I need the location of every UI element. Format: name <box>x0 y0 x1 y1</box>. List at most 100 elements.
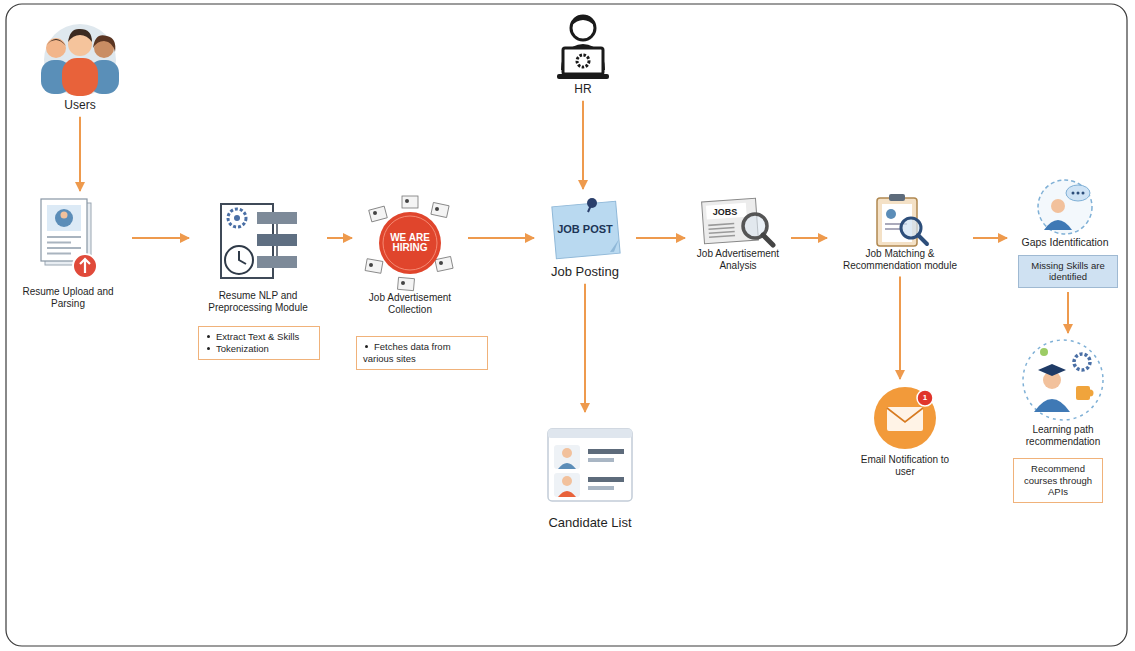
node-label: Job Advertisement Collection <box>369 292 451 315</box>
text-line: Extract Text & Skills <box>205 331 313 343</box>
icon-shape <box>918 235 927 244</box>
flow-arrow <box>973 237 1007 239</box>
icon-shape <box>889 194 905 201</box>
process-node: Job Advertisement Collection <box>355 194 465 316</box>
box-text: Tokenization <box>216 343 269 354</box>
icon-shape <box>46 39 66 46</box>
process-node: Resume NLP and Preprocessing Module <box>192 194 324 314</box>
icon-shape <box>435 207 439 211</box>
icon-shape <box>369 206 388 222</box>
flow-arrow <box>79 117 81 191</box>
frame <box>6 4 1127 646</box>
icon-shape <box>1074 354 1090 370</box>
text-line: Resume NLP and Preprocessing Module <box>192 290 324 314</box>
icon-shape <box>571 15 595 26</box>
node-label: Learning path recommendation <box>1026 424 1100 447</box>
bullet-dot <box>207 347 210 350</box>
icon-shape <box>588 477 624 482</box>
news-icon <box>699 196 777 248</box>
icon-shape <box>47 205 81 231</box>
box-text: Fetches data from various sites <box>363 341 451 364</box>
actor-node: HR <box>548 10 618 97</box>
flow-arrow <box>636 237 685 239</box>
icon-shape <box>1040 348 1048 356</box>
actor-node: Users <box>30 18 130 113</box>
icon-shape <box>588 203 592 212</box>
text-line: Job Matching & Recommendation module <box>830 248 970 272</box>
node-label: Users <box>64 98 95 112</box>
process-node: Job Matching & Recommendation module <box>830 192 970 272</box>
text-line: Learning path recommendation <box>1008 424 1118 448</box>
icon-shape <box>562 476 572 486</box>
icon-shape <box>554 445 580 469</box>
icon-shape <box>1066 185 1090 201</box>
icon-shape <box>365 259 383 274</box>
icon-shape <box>276 224 278 256</box>
flow-arrow <box>584 284 586 412</box>
icon-shape <box>588 449 624 454</box>
node-label: Gaps Identification <box>1022 236 1109 248</box>
text-line: Tokenization <box>205 343 313 355</box>
icon-shape <box>47 247 81 249</box>
flow-arrow <box>582 101 584 189</box>
icon-shape <box>73 254 97 278</box>
icon-shape <box>709 235 735 238</box>
icon-shape <box>257 212 297 224</box>
icon-shape <box>68 29 92 42</box>
flow-arrow <box>468 237 534 239</box>
bullet-dot <box>207 335 210 338</box>
icon-shape <box>708 223 734 226</box>
icon-shape <box>55 209 73 227</box>
resume-icon <box>33 194 103 286</box>
icon-shape <box>557 74 609 79</box>
icon-label: WE ARE HIRING <box>384 233 436 254</box>
box-text: Missing Skills are identified <box>1031 260 1104 283</box>
text-line: Job Posting <box>537 264 633 280</box>
icon-shape <box>1082 192 1085 195</box>
icon-shape <box>398 277 415 290</box>
icon-shape <box>1077 192 1080 195</box>
icon-shape <box>41 199 87 261</box>
text-line: Resume Upload and Parsing <box>7 286 129 310</box>
icon-shape <box>588 458 614 462</box>
icon-shape <box>886 209 896 219</box>
text-line: Recommend courses through APIs <box>1020 463 1096 498</box>
node-label: Candidate List <box>548 515 631 530</box>
flow-arrow <box>327 237 352 239</box>
node-label: Job Matching & Recommendation module <box>843 248 957 271</box>
icon-shape <box>383 216 437 270</box>
output-node: Candidate List <box>530 415 650 531</box>
process-node: Job Posting <box>537 192 633 280</box>
learn-icon <box>1020 336 1106 424</box>
process-node: Resume Upload and Parsing <box>7 194 129 310</box>
icon-shape <box>562 448 572 458</box>
node-label: Email Notification to user <box>861 454 949 477</box>
icon-shape <box>563 48 603 74</box>
text-line: Fetches data from various sites <box>363 341 481 364</box>
bullet-dot <box>365 345 368 348</box>
icon-shape <box>405 199 409 203</box>
node-label: Job Advertisement Analysis <box>697 248 779 271</box>
text-line: Candidate List <box>530 515 650 531</box>
icon-shape <box>439 261 443 265</box>
icon-label: 1 <box>919 394 931 402</box>
text-line: Users <box>30 98 130 113</box>
box-text: Recommend courses through APIs <box>1024 463 1092 497</box>
output-node: Email Notification to user <box>855 382 955 478</box>
icon-shape <box>706 203 747 220</box>
icon-shape <box>234 215 240 221</box>
node-label: Resume Upload and Parsing <box>22 286 113 309</box>
text-line: HR <box>548 82 618 97</box>
icon-shape <box>709 231 735 234</box>
icon-shape <box>257 256 297 268</box>
hr-icon <box>553 10 613 82</box>
note-box: Fetches data from various sites <box>356 336 488 369</box>
icon-shape <box>548 429 632 438</box>
icon-shape <box>379 212 441 274</box>
icon-shape <box>917 390 933 406</box>
icon-shape <box>1072 192 1075 195</box>
icon-shape <box>61 212 68 219</box>
icon-shape <box>558 463 576 469</box>
